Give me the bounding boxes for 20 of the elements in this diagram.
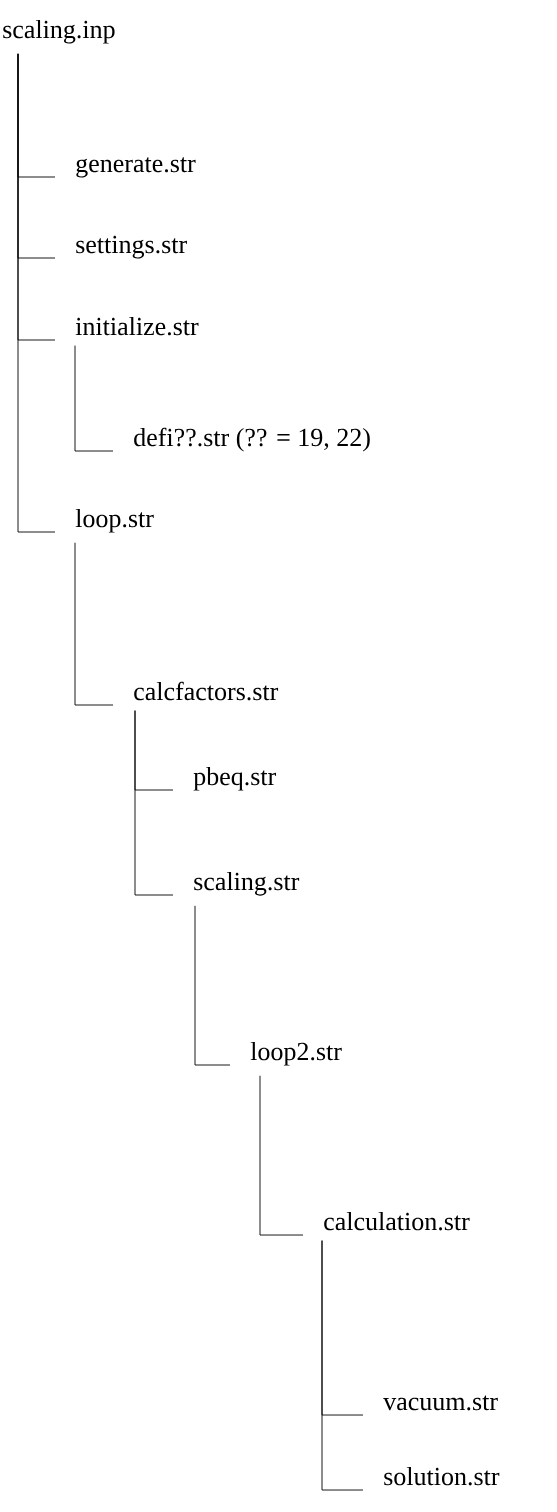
tree-connector [194, 905, 231, 1066]
file-name: scaling.inp [3, 19, 115, 44]
file-name: defi??.str (?? = 19, 22) [134, 427, 370, 452]
file-name: generate.str [76, 157, 196, 178]
file-name: initialize.str [75, 316, 199, 336]
tree-connector [321, 1240, 364, 1491]
file-name: pbeq.str [193, 766, 277, 791]
tree-connector [134, 710, 174, 896]
file-name: solution.str [384, 1467, 500, 1486]
file-name: scaling.str [194, 871, 300, 896]
tree-connector [259, 1075, 304, 1236]
file-name: loop.str [75, 508, 154, 533]
tree-connector [17, 53, 56, 533]
file-name: calcfactors.str [134, 681, 279, 701]
tree-connector [74, 542, 114, 706]
file-name: calculation.str [324, 1212, 470, 1231]
file-name: vacuum.str [383, 1395, 498, 1411]
tree-connector [74, 345, 114, 452]
file-name: settings.str [76, 235, 187, 259]
file-name: loop2.str [250, 1042, 342, 1066]
